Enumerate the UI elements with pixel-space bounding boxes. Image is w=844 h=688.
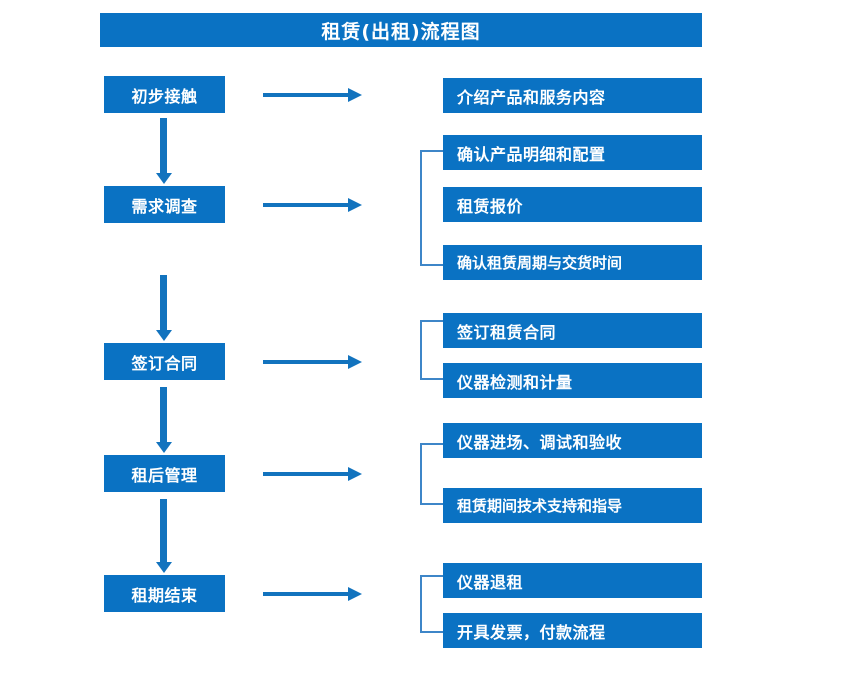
stage-box-5[interactable]: 租期结束 <box>104 575 225 612</box>
horizontal-arrow-icon-3 <box>263 355 362 369</box>
detail-box-10[interactable]: 开具发票，付款流程 <box>443 613 702 648</box>
detail-box-9[interactable]: 仪器退租 <box>443 563 702 598</box>
detail-box-4[interactable]: 确认租赁周期与交货时间 <box>443 245 702 280</box>
vertical-arrow-icon-1 <box>156 118 172 184</box>
stage-box-4[interactable]: 租后管理 <box>104 455 225 492</box>
vertical-arrow-icon-4 <box>156 499 172 573</box>
detail-box-1[interactable]: 介绍产品和服务内容 <box>443 78 702 113</box>
diagram-title: 租赁(出租)流程图 <box>100 13 702 47</box>
group-bracket-5 <box>420 575 443 633</box>
horizontal-arrow-icon-2 <box>263 198 362 212</box>
horizontal-arrow-icon-4 <box>263 467 362 481</box>
detail-box-8[interactable]: 租赁期间技术支持和指导 <box>443 488 702 523</box>
detail-box-5[interactable]: 签订租赁合同 <box>443 313 702 348</box>
detail-box-3[interactable]: 租赁报价 <box>443 187 702 222</box>
stage-box-2[interactable]: 需求调查 <box>104 186 225 223</box>
stage-box-1[interactable]: 初步接触 <box>104 76 225 113</box>
stage-box-3[interactable]: 签订合同 <box>104 343 225 380</box>
detail-box-7[interactable]: 仪器进场、调试和验收 <box>443 423 702 458</box>
group-bracket-2 <box>420 150 443 266</box>
horizontal-arrow-icon-1 <box>263 88 362 102</box>
vertical-arrow-icon-3 <box>156 387 172 453</box>
horizontal-arrow-icon-5 <box>263 587 362 601</box>
group-bracket-3 <box>420 320 443 380</box>
vertical-arrow-icon-2 <box>156 275 172 341</box>
group-bracket-4 <box>420 443 443 505</box>
detail-box-6[interactable]: 仪器检测和计量 <box>443 363 702 398</box>
detail-box-2[interactable]: 确认产品明细和配置 <box>443 135 702 170</box>
